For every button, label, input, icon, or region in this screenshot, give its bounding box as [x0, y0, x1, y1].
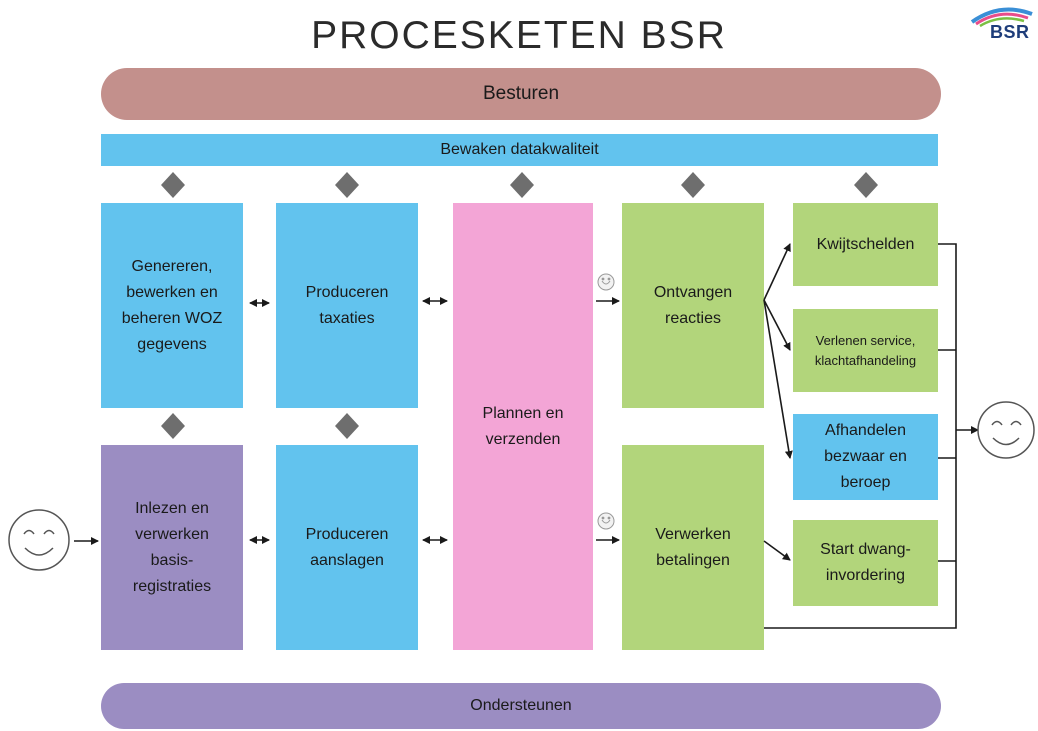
box-genereren: Genereren, bewerken en beheren WOZ gegev… [101, 203, 243, 408]
page-title: PROCESKETEN BSR [311, 14, 727, 57]
smiley-icon [597, 512, 615, 530]
arrow-icon [763, 243, 791, 301]
logo-text: BSR [990, 22, 1030, 42]
box-aanslagen: Produceren aanslagen [276, 445, 418, 650]
box-plannen: Plannen en verzenden [453, 203, 593, 650]
box-taxaties-label: Produceren taxaties [305, 283, 389, 327]
logo-swoosh [970, 7, 1033, 28]
box-bezwaar-label: Afhandelen bezwaar en beroep [824, 422, 907, 491]
box-betalingen: Verwerken betalingen [622, 445, 764, 650]
arrow-icon [763, 540, 791, 561]
box-plannen-label: Plannen en verzenden [482, 404, 564, 448]
box-taxaties: Produceren taxaties [276, 203, 418, 408]
box-genereren-label: Genereren, bewerken en beheren WOZ gegev… [121, 257, 223, 353]
box-kwijtschelden-label: Kwijtschelden [816, 235, 915, 253]
box-betalingen-label: Verwerken betalingen [655, 525, 731, 569]
box-dwang: Start dwang- invordering [793, 520, 938, 606]
smiley-icon [977, 401, 1035, 459]
diamond-icon [854, 172, 878, 198]
diamond-icon [161, 172, 185, 198]
box-kwijtschelden: Kwijtschelden [793, 203, 938, 286]
box-service-label: Verlenen service, klachtafhandeling [814, 332, 917, 368]
diamond-icon [161, 413, 185, 439]
diamond-icon [335, 172, 359, 198]
box-service: Verlenen service, klachtafhandeling [793, 309, 938, 392]
box-inlezen: Inlezen en verwerken basis- registraties [101, 445, 243, 650]
besturen-band: Besturen [101, 68, 941, 120]
diamond-icon [510, 172, 534, 198]
box-dwang-label: Start dwang- invordering [820, 541, 911, 584]
box-ontvangen-label: Ontvangen reacties [653, 283, 733, 327]
box-bezwaar: Afhandelen bezwaar en beroep [793, 414, 938, 500]
collector-line [764, 243, 957, 629]
bewaken-datakwaliteit-bar: Bewaken datakwaliteit [101, 134, 938, 166]
box-inlezen-label: Inlezen en verwerken basis- registraties [132, 499, 212, 595]
smiley-icon [8, 509, 70, 571]
diamond-icon [681, 172, 705, 198]
box-aanslagen-label: Produceren aanslagen [305, 525, 389, 569]
box-ontvangen: Ontvangen reacties [622, 203, 764, 408]
arrow-icon [763, 299, 791, 351]
arrow-icon [763, 299, 793, 459]
diamond-icon [335, 413, 359, 439]
bsr-logo-icon: BSR [970, 0, 1036, 50]
smiley-icon [597, 273, 615, 291]
ondersteunen-band: Ondersteunen [101, 683, 941, 729]
